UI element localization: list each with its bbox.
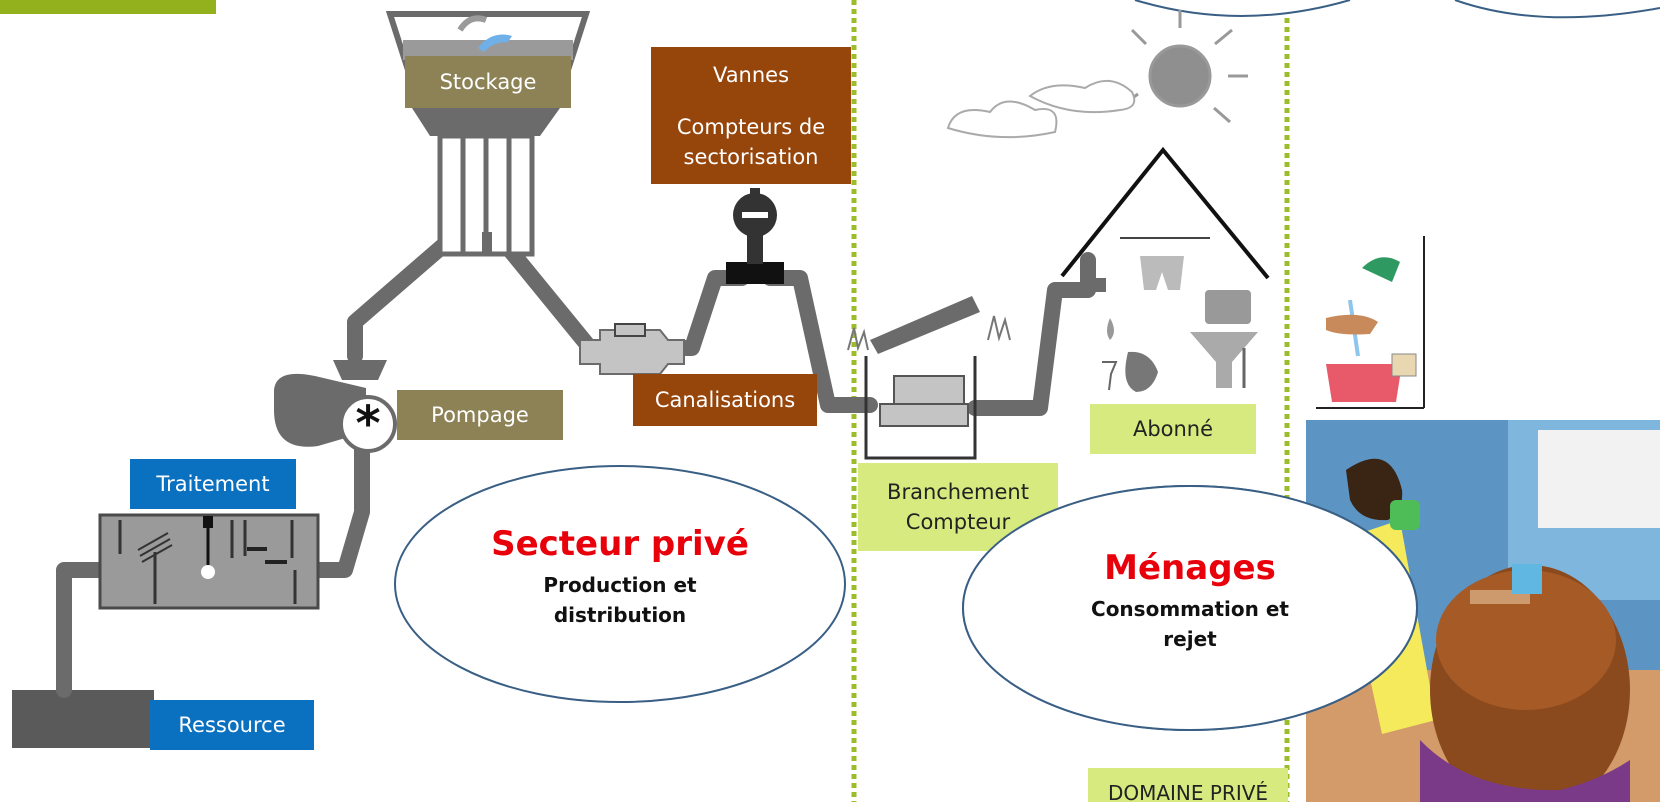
handwashing-sketch [1316,236,1425,409]
private-sector-subtitle: Production et distribution [543,573,697,627]
label-canalisations: Canalisations [633,374,817,426]
label-stockage: Stockage [405,56,571,108]
label-ressource: Ressource [150,700,314,750]
sun [1123,10,1248,124]
top-oval-left [1134,0,1351,17]
treatment-tank [98,513,320,610]
label-domaine-prive: DOMAINE PRIVÉ [1088,768,1288,802]
label-valves-meters: Vannes Compteurs de sectorisation [651,47,851,184]
label-compteurs-sectorisation: Compteurs de sectorisation [676,114,826,169]
label-pompage: Pompage [397,390,563,440]
label-abonne: Abonné [1090,404,1256,454]
sector-meter [579,323,685,375]
connection-box [847,296,1011,460]
valve [726,188,784,284]
svg-text:*: * [355,396,380,452]
cloud-left [946,100,1058,139]
private-sector-text: Secteur privé Production et distribution [470,524,770,630]
shorts [1140,256,1184,290]
top-oval-right [1454,0,1660,19]
ellipse-private-sector [394,465,846,703]
resource-block [12,690,154,748]
households-text: Ménages Consommation et rejet [1040,548,1340,654]
households-title: Ménages [1104,548,1276,588]
house-roof [1060,146,1270,280]
households-subtitle: Consommation et rejet [1091,597,1289,651]
label-vannes: Vannes [712,62,790,87]
label-branchement-compteur: Branchement Compteur [858,463,1058,551]
cloud-right [1028,80,1136,114]
corner-bar [0,0,216,14]
boy-with-jar-illustration [1306,420,1660,802]
private-sector-title: Secteur privé [491,524,749,564]
pump: * [274,360,397,453]
water-tower [385,11,591,257]
house-items [1080,278,1258,392]
label-traitement: Traitement [130,459,296,509]
